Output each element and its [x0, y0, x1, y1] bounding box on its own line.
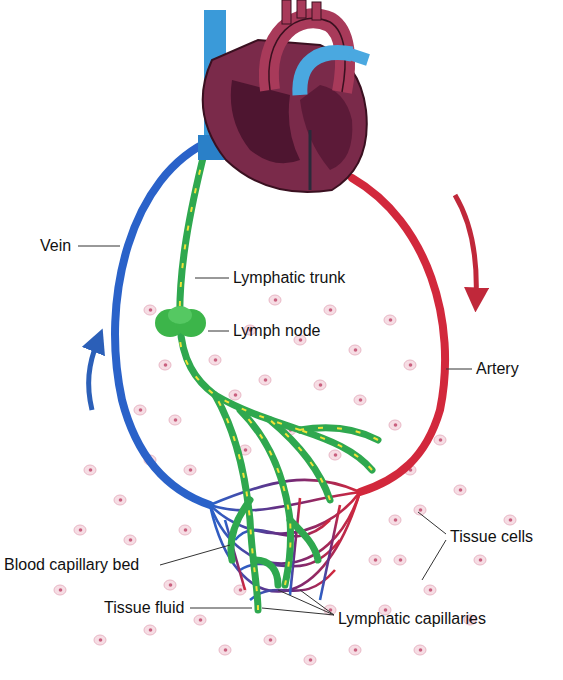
part-label: Lymphatic capillaries [338, 610, 486, 628]
part-label: Artery [476, 360, 519, 378]
lymph-node-shape [155, 306, 206, 337]
vein-vessel [115, 140, 212, 505]
lymph-flow-marks [180, 150, 378, 610]
venous-flow-arrow [89, 340, 98, 410]
part-label: Tissue cells [450, 528, 533, 546]
heart-illustration [198, 0, 368, 192]
part-label: Tissue fluid [104, 599, 184, 617]
artery-vessel [352, 178, 445, 492]
part-label: Lymphatic trunk [233, 269, 345, 287]
lymphatic-vessels [180, 150, 378, 610]
part-label: Blood capillary bed [4, 556, 139, 574]
arterial-flow-arrow [455, 195, 476, 300]
part-label: Vein [40, 237, 71, 255]
part-label: Lymph node [233, 322, 320, 340]
